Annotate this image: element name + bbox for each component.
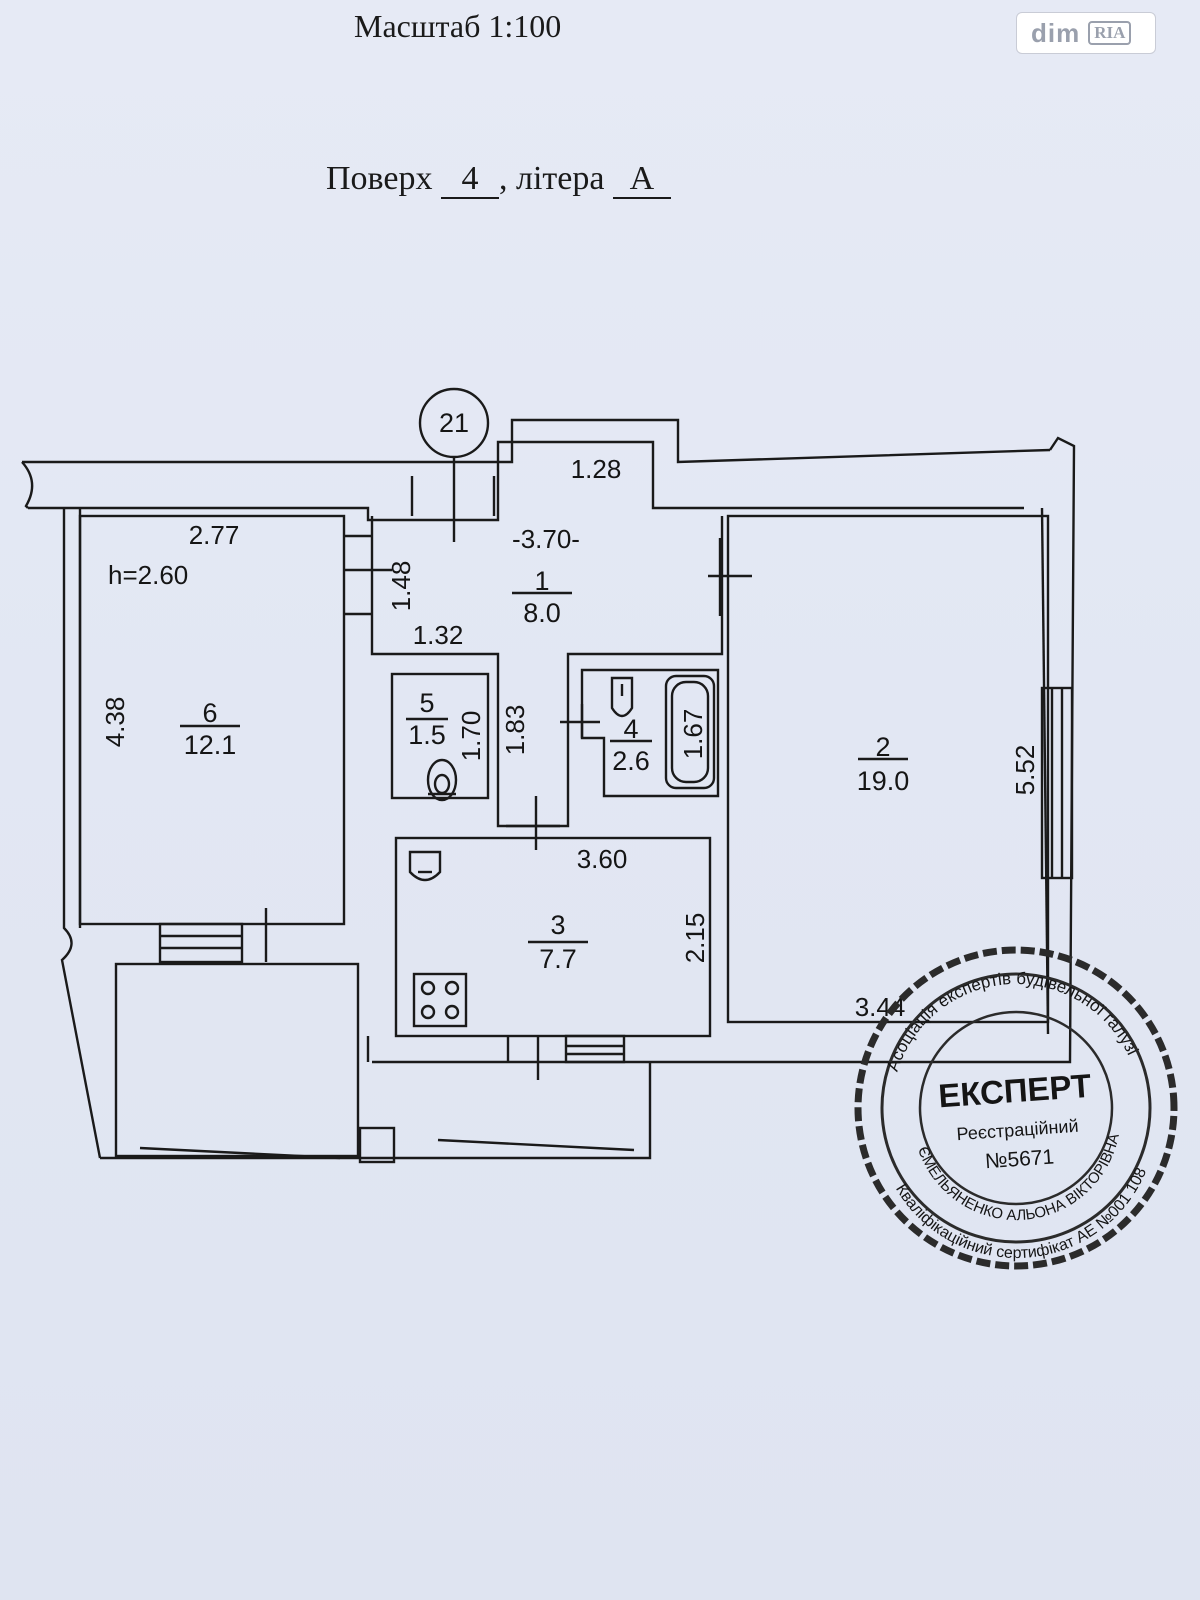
room-6-number: 6 — [202, 698, 217, 728]
room-4-number: 4 — [623, 714, 638, 744]
room-5-number: 5 — [419, 688, 434, 718]
dim-ria-watermark: dim RIA — [1016, 12, 1156, 54]
axis-marker-label: 21 — [439, 408, 469, 438]
dim-room1-side: 1.48 — [386, 561, 416, 612]
room-2-outline — [726, 514, 1050, 1024]
dim-room6-depth: 4.38 — [100, 697, 130, 748]
dim-wc-height: 1.70 — [456, 711, 486, 762]
room-5-outline — [390, 672, 490, 800]
letter-label: , літера — [499, 160, 605, 197]
dim-corridor-top: 1.28 — [571, 454, 622, 484]
dim-room2-depth: 5.52 — [1010, 745, 1040, 796]
watermark-brand: dim — [1031, 17, 1081, 48]
room-2-area: 19.0 — [857, 766, 910, 796]
room-3-number: 3 — [550, 910, 565, 940]
room-1-area: 8.0 — [523, 598, 561, 628]
balcony-column — [358, 1126, 396, 1164]
dim-room6-width: 2.77 — [189, 520, 240, 550]
room-2-number: 2 — [875, 732, 890, 762]
floor-line: Поверх 4, літера А — [326, 160, 671, 199]
watermark-badge: RIA — [1088, 21, 1132, 45]
ceiling-height: h=2.60 — [108, 560, 188, 590]
floor-value: 4 — [441, 161, 499, 199]
balcony-left — [114, 962, 360, 1158]
room-4-area: 2.6 — [612, 746, 650, 776]
dim-room1-lower: 1.32 — [413, 620, 464, 650]
room-1-number: 1 — [534, 566, 549, 596]
room-3-outline — [394, 836, 712, 1038]
stove-icon — [412, 972, 468, 1028]
kitchen-window — [564, 1034, 626, 1064]
stamp-number: №5671 — [984, 1145, 1055, 1173]
dim-room1-width: -3.70- — [512, 524, 580, 554]
scale-title: Масштаб 1:100 — [354, 8, 562, 44]
room-3-area: 7.7 — [539, 944, 577, 974]
room-2-window — [1040, 686, 1074, 880]
sink-icon — [610, 676, 634, 718]
stamp-title: ЕКСПЕРТ — [937, 1067, 1092, 1115]
room-6-area: 12.1 — [184, 730, 237, 760]
dim-passage-height: 1.83 — [500, 705, 530, 756]
toilet-icon — [426, 758, 458, 802]
letter-value: А — [612, 161, 671, 199]
dim-kitchen-width: 3.60 — [577, 844, 628, 874]
floor-label: Поверх — [326, 160, 433, 197]
expert-stamp: Асоціація експертів будівельної галузі К… — [854, 946, 1178, 1271]
room-5-area: 1.5 — [408, 720, 446, 750]
stamp-subtitle: Реєстраційний — [956, 1116, 1079, 1144]
bathtub — [664, 674, 716, 790]
dim-bath-height: 1.67 — [678, 709, 708, 760]
kitchen-sink-icon — [408, 850, 442, 882]
room-6-window — [158, 922, 244, 964]
dim-kitchen-depth: 2.15 — [680, 913, 710, 964]
